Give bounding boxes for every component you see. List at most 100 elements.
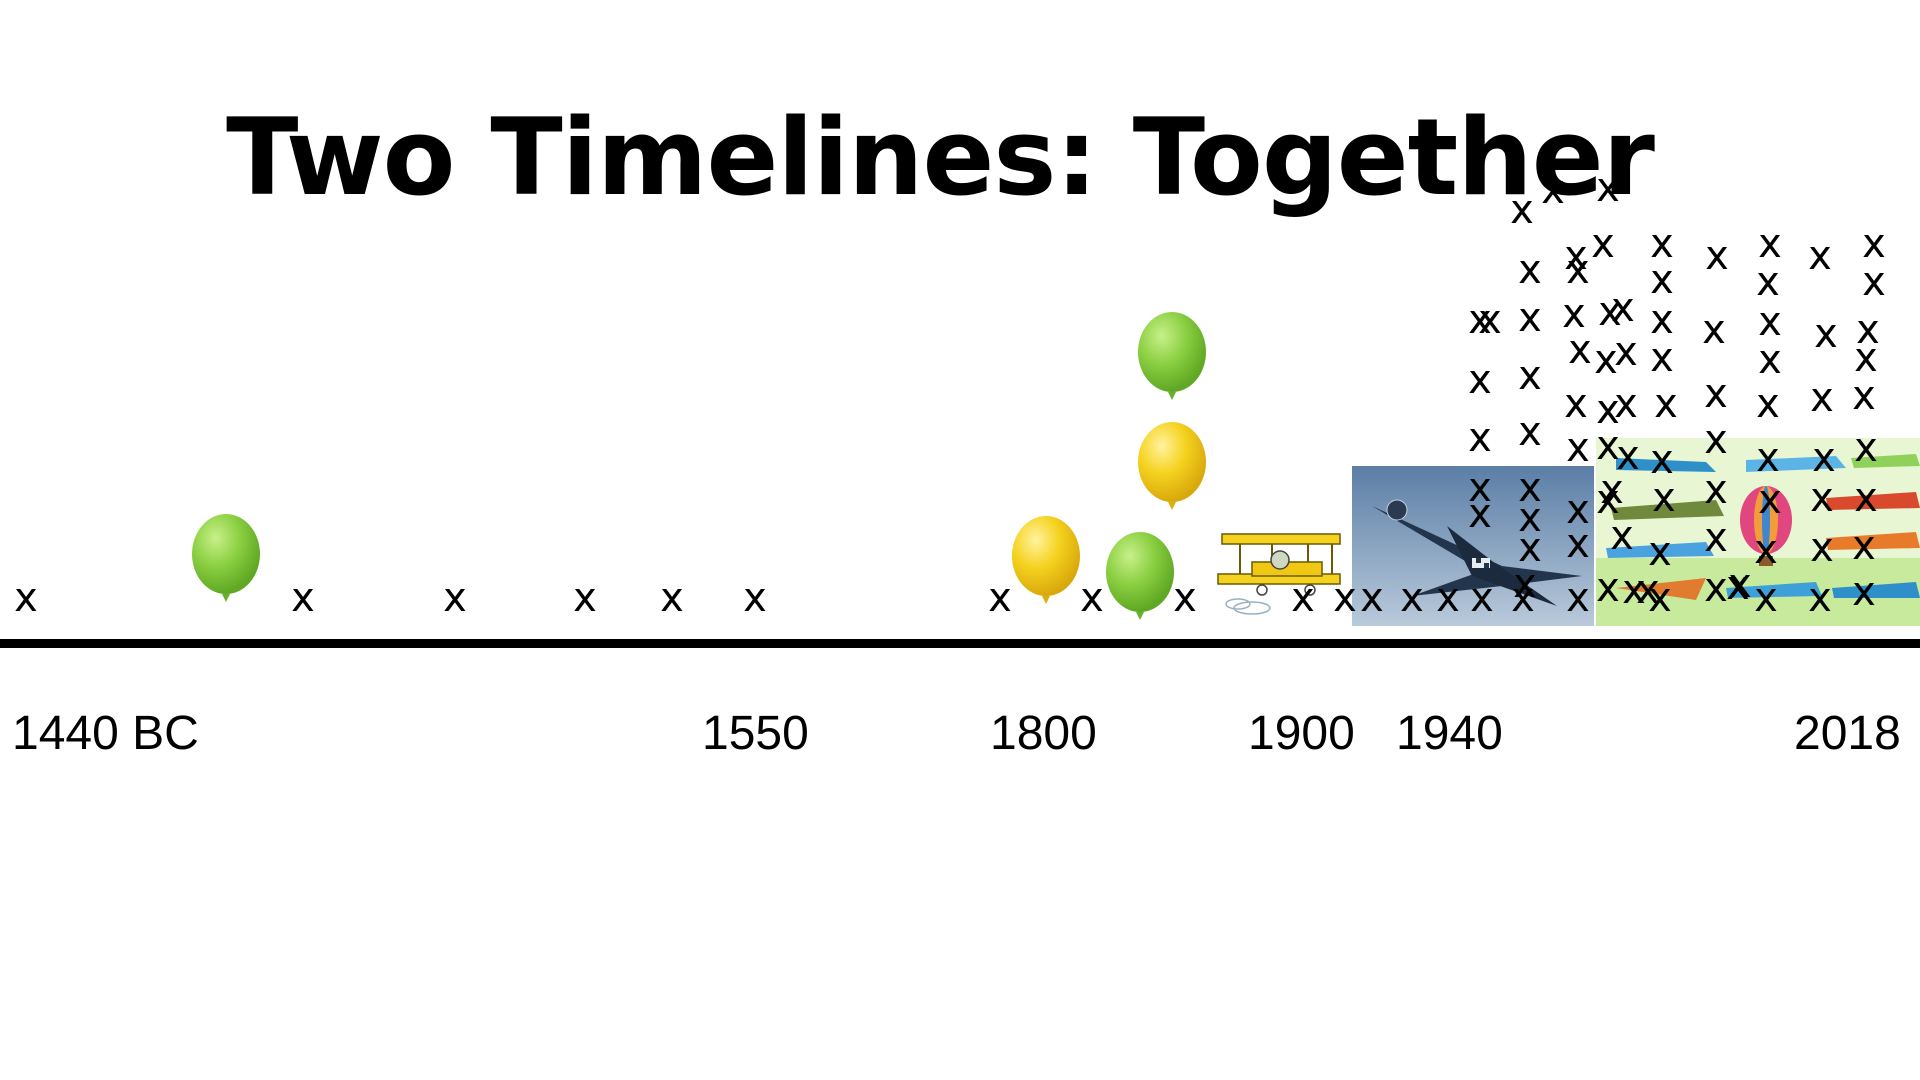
x-marker: x — [1596, 565, 1620, 611]
x-marker: x — [1758, 477, 1782, 523]
x-marker: x — [1808, 575, 1832, 621]
yellow-balloon-icon — [1012, 516, 1080, 604]
x-marker: x — [1566, 247, 1590, 293]
x-marker: x — [1468, 297, 1492, 343]
x-marker: x — [1400, 575, 1424, 621]
yellow-biplane-image — [1212, 512, 1348, 616]
x-marker: x — [14, 575, 38, 621]
x-marker: x — [1518, 525, 1542, 571]
x-marker: x — [1704, 417, 1728, 463]
x-marker: x — [1704, 371, 1728, 417]
yellow-balloon-icon — [1138, 422, 1206, 510]
green-balloon-icon — [1138, 312, 1206, 400]
x-marker: x — [1754, 527, 1778, 573]
x-marker: x — [1650, 335, 1674, 381]
x-marker: x — [1614, 381, 1638, 427]
x-marker: x — [1468, 357, 1492, 403]
x-marker: x — [1616, 433, 1640, 479]
x-marker: x — [1541, 167, 1565, 213]
x-marker: x — [1518, 465, 1542, 511]
x-marker: x — [1648, 575, 1672, 621]
x-marker: x — [988, 575, 1012, 621]
x-marker: x — [1648, 529, 1672, 575]
timeline-axis — [0, 639, 1920, 648]
x-marker: x — [1650, 257, 1674, 303]
x-marker: x — [1173, 575, 1197, 621]
x-marker: x — [1564, 381, 1588, 427]
x-marker: x — [1636, 567, 1660, 613]
x-marker: x — [1650, 437, 1674, 483]
x-marker: x — [1654, 381, 1678, 427]
x-marker: x — [660, 575, 684, 621]
aircraft-collage-image — [1596, 438, 1920, 626]
x-marker: x — [1754, 575, 1778, 621]
x-marker: x — [1598, 289, 1622, 335]
x-marker: x — [1702, 307, 1726, 353]
x-marker: x — [1566, 425, 1590, 471]
x-marker: x — [573, 575, 597, 621]
slide-title: Two Timelines: Together — [226, 96, 1655, 219]
x-marker: x — [1854, 475, 1878, 521]
x-marker: x — [1510, 187, 1534, 233]
x-marker: x — [1518, 409, 1542, 455]
x-marker: x — [1566, 487, 1590, 533]
x-marker: x — [1728, 561, 1752, 607]
x-marker: x — [1810, 525, 1834, 571]
x-marker: x — [1513, 561, 1537, 607]
x-marker: x — [1596, 477, 1620, 523]
x-marker: x — [1726, 563, 1750, 609]
x-marker: x — [1291, 575, 1315, 621]
fighter-plane-photo — [1352, 466, 1594, 626]
x-marker: x — [1854, 425, 1878, 471]
x-marker: x — [1566, 521, 1590, 567]
x-marker: x — [1810, 375, 1834, 421]
year-label-1800: 1800 — [990, 707, 1097, 760]
x-marker: x — [1596, 387, 1620, 433]
x-marker: x — [1478, 297, 1502, 343]
x-marker: x — [1600, 467, 1624, 513]
x-marker: x — [1622, 567, 1646, 613]
x-marker: x — [1862, 221, 1886, 267]
x-marker: x — [1562, 291, 1586, 337]
x-marker: x — [1856, 307, 1880, 353]
x-marker: x — [443, 575, 467, 621]
x-marker: x — [1468, 415, 1492, 461]
x-marker: x — [1758, 299, 1782, 345]
year-label-1550: 1550 — [702, 707, 809, 760]
x-marker: x — [1591, 221, 1615, 267]
x-marker: x — [1468, 465, 1492, 511]
x-marker: x — [1468, 491, 1492, 537]
x-marker: x — [1564, 233, 1588, 279]
x-marker: x — [291, 575, 315, 621]
x-marker: x — [1852, 569, 1876, 615]
year-label-1940: 1940 — [1396, 707, 1503, 760]
x-marker: x — [1436, 575, 1460, 621]
x-marker: x — [1511, 575, 1535, 621]
year-label-1440bc: 1440 BC — [12, 707, 199, 760]
x-marker: x — [743, 575, 767, 621]
x-marker: x — [1704, 565, 1728, 611]
x-marker: x — [1518, 495, 1542, 541]
x-marker: x — [1518, 295, 1542, 341]
x-marker: x — [1852, 523, 1876, 569]
x-marker: x — [1862, 259, 1886, 305]
x-marker: x — [1854, 335, 1878, 381]
year-label-2018: 2018 — [1794, 707, 1901, 760]
x-marker: x — [1704, 467, 1728, 513]
green-balloon-icon — [1106, 532, 1174, 620]
x-marker: x — [1652, 475, 1676, 521]
x-marker: x — [1080, 575, 1104, 621]
x-marker: x — [1756, 435, 1780, 481]
x-marker: x — [1814, 311, 1838, 357]
green-balloon-icon — [192, 514, 260, 602]
x-marker: x — [1812, 435, 1836, 481]
x-marker: x — [1610, 513, 1634, 559]
x-marker: x — [1566, 575, 1590, 621]
x-marker: x — [1470, 575, 1494, 621]
x-marker: x — [1650, 297, 1674, 343]
x-marker: x — [1596, 423, 1620, 469]
x-marker: x — [1333, 575, 1357, 621]
x-marker: x — [1756, 259, 1780, 305]
x-marker: x — [1518, 353, 1542, 399]
x-marker: x — [1611, 285, 1635, 331]
